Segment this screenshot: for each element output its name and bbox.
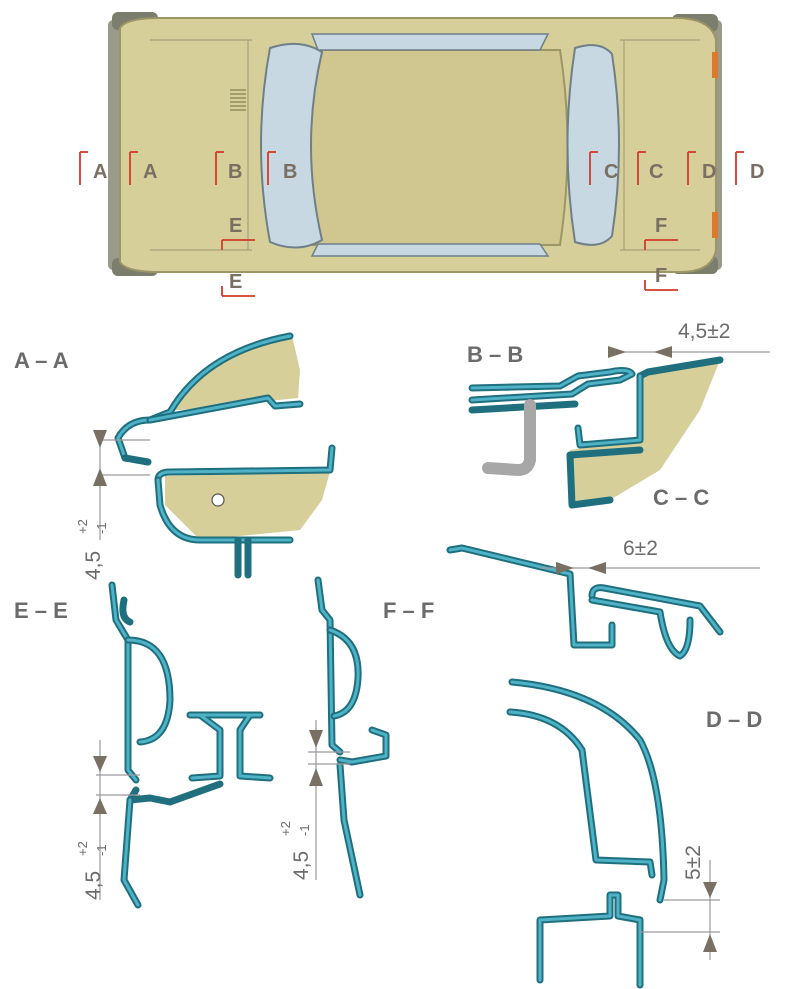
trunk-seams [620, 39, 700, 251]
cut-marker-a1: A [93, 161, 107, 183]
section-a-a-title: A – A [14, 348, 69, 373]
cut-marker-c2: C [649, 161, 663, 183]
ee-door-hook [119, 596, 134, 626]
cut-marker-e2: E [229, 271, 242, 293]
wing-panel-fill [165, 472, 330, 540]
aa-tolerance-upper: +2 [75, 519, 90, 534]
hood-seams [150, 39, 252, 251]
aa-dimension: 4,5 [82, 551, 105, 580]
side-windows-top [310, 33, 550, 51]
cut-marker-b1: B [228, 161, 242, 183]
section-f-f-upper: 6±2 [446, 537, 760, 660]
bb-dimension: 4,5±2 [678, 320, 730, 343]
section-b-b: B – B 4,5±2 C – C [467, 320, 770, 510]
hood-vent [230, 89, 246, 111]
aa-tolerance-lower: -1 [94, 522, 109, 534]
pillar-inner [566, 446, 644, 459]
section-c-c-title: C – C [653, 485, 709, 510]
roof [291, 49, 569, 246]
section-d-d-title: D – D [706, 707, 762, 732]
ee-sill-bracket [186, 711, 274, 782]
hood-edge [121, 454, 152, 466]
cut-markers: A A B B C C D D E E F F [79, 151, 764, 297]
ff-tolerance-lower: -1 [297, 824, 312, 836]
front-bumper [108, 20, 120, 270]
wing-flange [234, 536, 252, 579]
section-b-b-title: B – B [467, 342, 523, 367]
section-f-f-title: F – F [383, 598, 434, 623]
wing-hole [211, 493, 225, 507]
ff-tolerance-upper: +2 [278, 821, 293, 836]
door-inner [468, 400, 579, 414]
section-f-f: F – F 4,5 +2 -1 [278, 576, 434, 899]
ff-top-dimension: 6±2 [623, 537, 658, 560]
section-e-e: E – E 4,5 +2 -1 [14, 581, 274, 909]
side-windows-bottom [310, 243, 550, 257]
pillar-lower [566, 451, 614, 509]
cut-marker-f1: F [655, 215, 667, 237]
dd-rear-panel [536, 891, 644, 989]
windscreen [260, 42, 324, 249]
section-d-d: D – D 5±2 [506, 678, 762, 989]
door-seal [482, 399, 536, 477]
section-a-a: A – A 4,5 +2 -1 [14, 332, 336, 580]
cut-marker-e1: E [229, 215, 242, 237]
cut-marker-f2: F [655, 265, 667, 287]
cut-marker-b2: B [283, 161, 297, 183]
section-e-e-title: E – E [14, 598, 68, 623]
cut-marker-d1: D [702, 161, 716, 183]
pillar-fill [570, 360, 720, 505]
ee-tolerance-lower: -1 [94, 844, 109, 856]
tail-light-top [712, 52, 718, 78]
ee-dimension: 4,5 [82, 871, 105, 900]
ff-dimension: 4,5 [290, 851, 313, 880]
trunk-lid-panel [446, 544, 616, 649]
ee-tolerance-upper: +2 [75, 841, 90, 856]
cut-marker-a2: A [143, 161, 157, 183]
dd-trunk-lid-inner [506, 708, 656, 879]
cut-marker-c1: C [604, 161, 618, 183]
cut-marker-d2: D [750, 161, 764, 183]
tail-light-bottom [712, 212, 718, 238]
car-top-view: A A B B C C D D E E F F [79, 12, 764, 297]
rear-window [566, 44, 620, 246]
ee-sill-top [126, 780, 224, 806]
hood-panel-fill [168, 336, 300, 410]
dd-dimension: 5±2 [682, 845, 705, 880]
